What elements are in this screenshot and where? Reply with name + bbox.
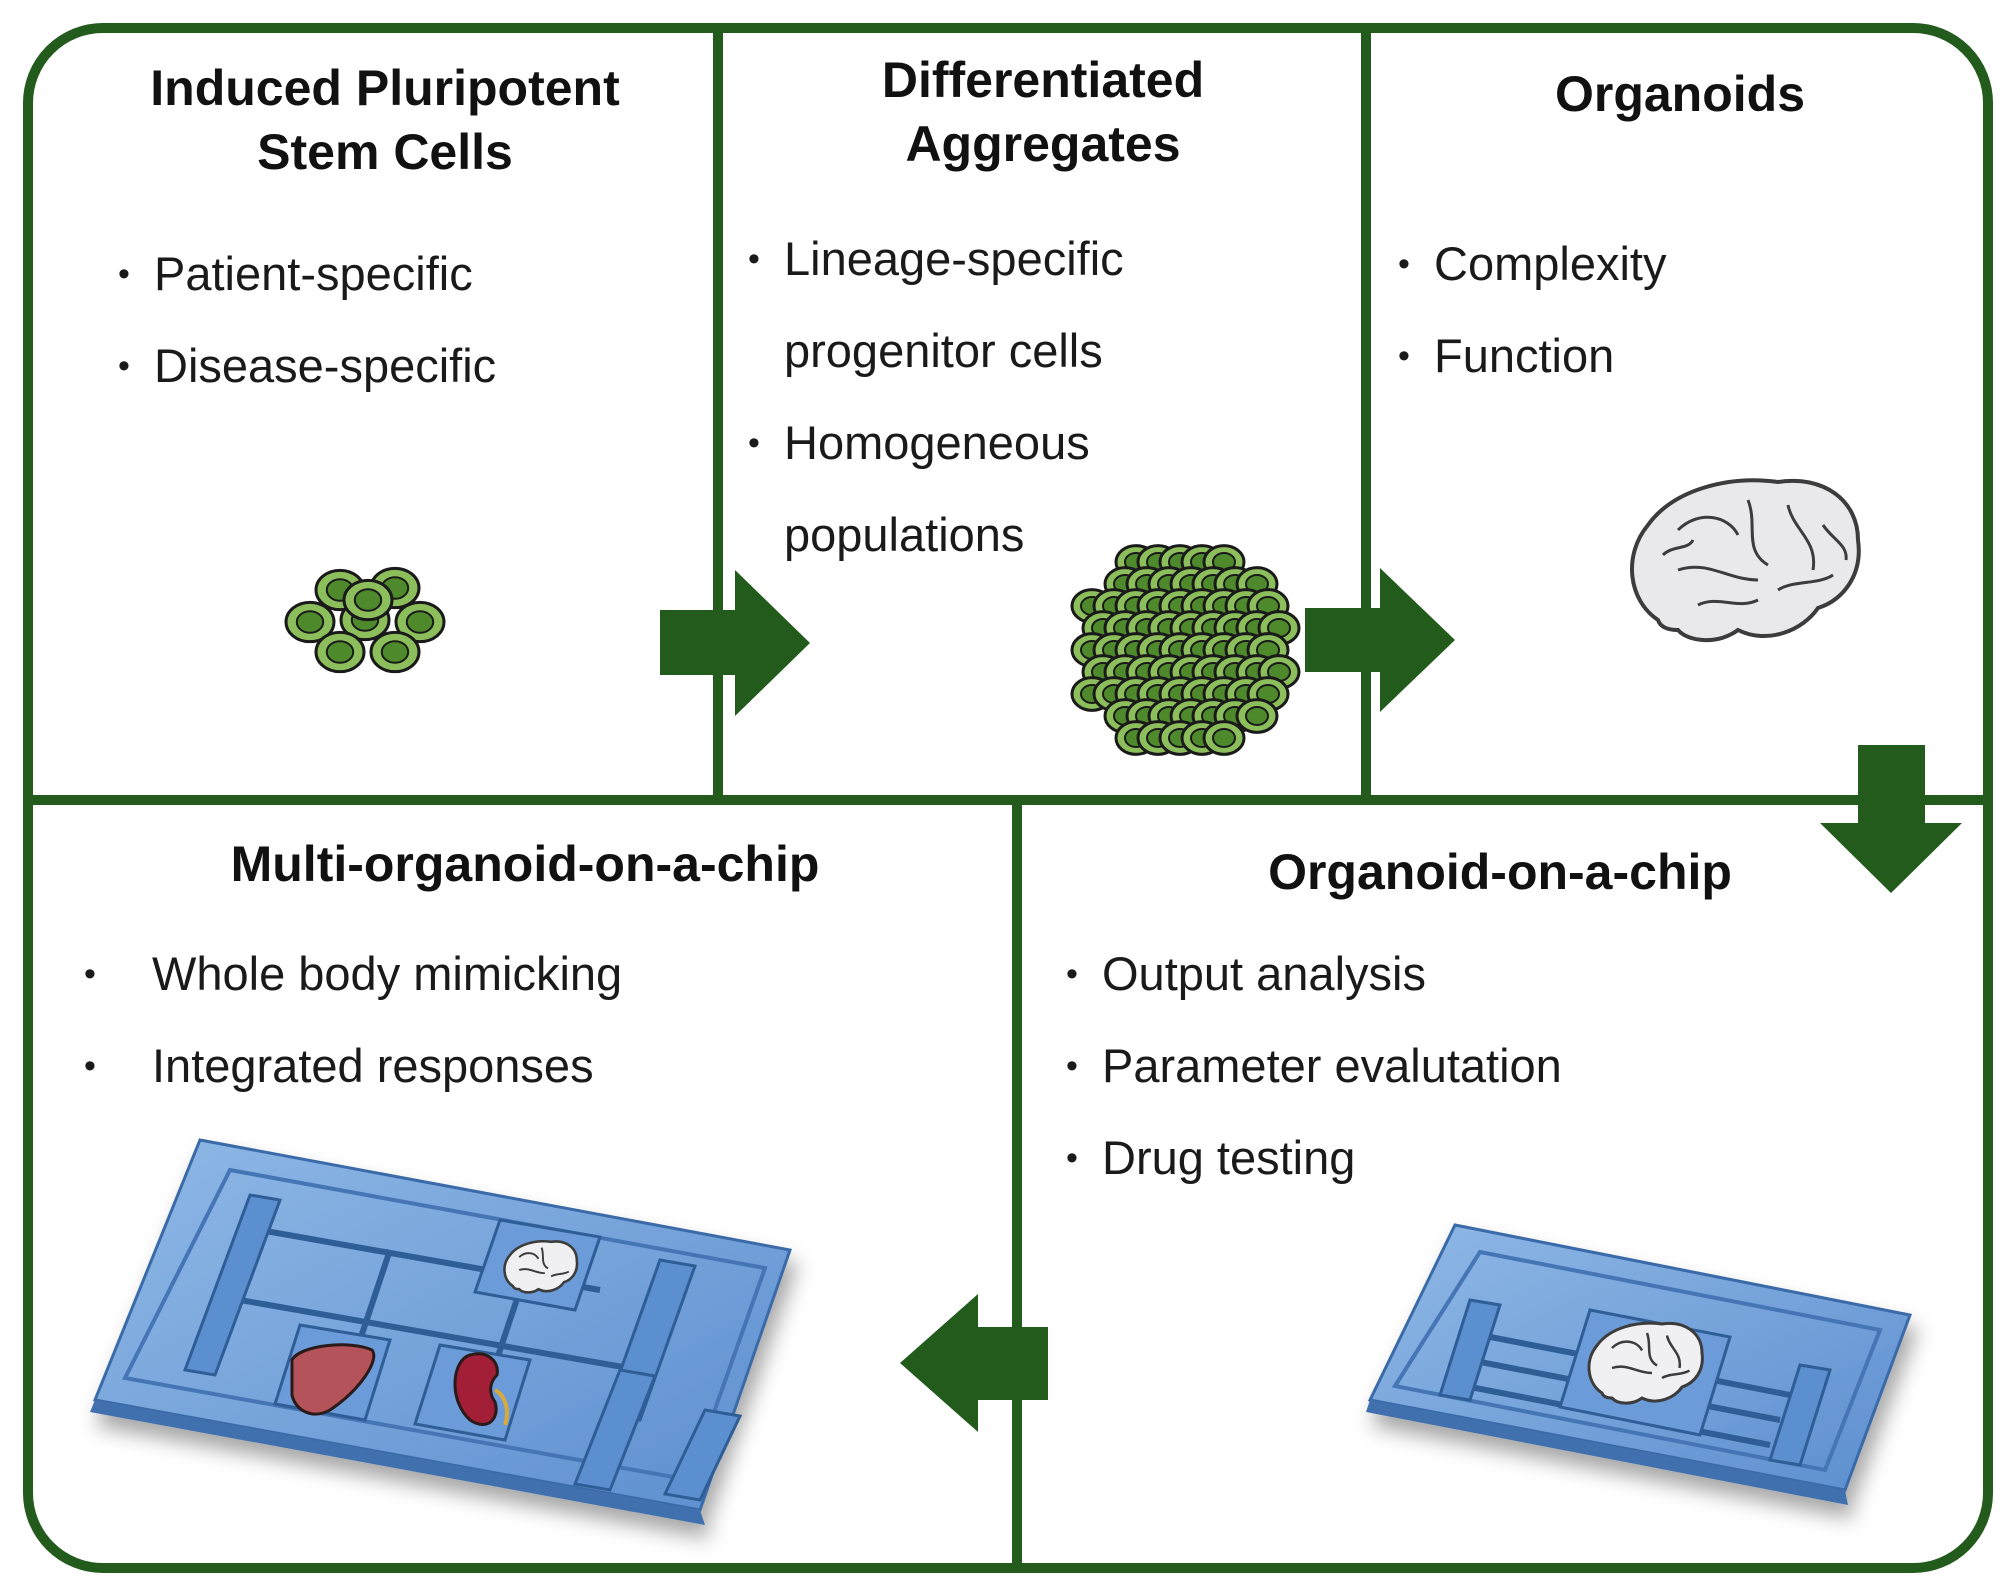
chip-channels	[239, 1227, 641, 1381]
bullet-line: populations	[784, 508, 1025, 561]
bullet-line: Homogeneous	[784, 416, 1090, 469]
list-item: Homogeneous populations	[748, 397, 1348, 581]
list-item: Complexity	[1398, 218, 1958, 310]
arrow-left-icon	[900, 1294, 1048, 1432]
list-item: Integrated responses	[84, 1020, 984, 1112]
liver-icon	[290, 1343, 376, 1416]
list-item: Parameter evalutation	[1066, 1020, 1946, 1112]
list-item: Disease-specific	[118, 320, 678, 412]
ipsc-bullets: Patient-specific Disease-specific	[118, 228, 678, 412]
aggregates-title-line2: Aggregates	[905, 116, 1181, 172]
cell-aggregate-icon	[1070, 544, 1301, 756]
cell-nucleus	[353, 588, 383, 612]
ipsc-title-line1: Induced Pluripotent	[150, 60, 620, 116]
cell-cluster-icon	[284, 566, 446, 674]
cell-nucleus	[1212, 728, 1236, 748]
cell-nucleus	[1245, 706, 1269, 726]
ipsc-title: Induced Pluripotent Stem Cells	[60, 56, 710, 184]
kidney-icon	[453, 1352, 509, 1426]
list-item: Output analysis	[1066, 928, 1946, 1020]
brain-icon	[1630, 478, 1861, 643]
aggregates-bullets: Lineage-specific progenitor cells Homoge…	[748, 213, 1348, 581]
list-item: Whole body mimicking	[84, 928, 984, 1020]
list-item: Patient-specific	[118, 228, 678, 320]
brain-icon	[1587, 1321, 1704, 1405]
cell-nucleus	[325, 640, 355, 664]
multi-chip-bullets: Whole body mimicking Integrated response…	[84, 928, 984, 1112]
bullet-line: Lineage-specific	[784, 232, 1124, 285]
multi-chip-title: Multi-organoid-on-a-chip	[230, 836, 820, 892]
cell-nucleus	[405, 610, 435, 634]
organoids-title: Organoids	[1554, 66, 1806, 122]
organoids-bullets: Complexity Function	[1398, 218, 1958, 402]
organoid-chip-bullets: Output analysis Parameter evalutation Dr…	[1066, 928, 1946, 1204]
brain-icon	[503, 1240, 579, 1294]
bullet-line: progenitor cells	[784, 324, 1103, 377]
ipsc-title-line2: Stem Cells	[257, 124, 513, 180]
outer-frame	[23, 23, 1993, 1573]
arrow-right-icon	[660, 570, 810, 716]
aggregates-title-line1: Differentiated	[881, 52, 1205, 108]
list-item: Lineage-specific progenitor cells	[748, 213, 1348, 397]
list-item: Drug testing	[1066, 1112, 1946, 1204]
aggregates-title: Differentiated Aggregates	[728, 48, 1358, 176]
arrow-right-icon	[1305, 568, 1455, 712]
list-item: Function	[1398, 310, 1958, 402]
arrow-down-icon	[1820, 745, 1962, 893]
cell-nucleus	[380, 640, 410, 664]
organoid-chip-title: Organoid-on-a-chip	[1268, 844, 1732, 900]
cell-nucleus	[295, 610, 325, 634]
